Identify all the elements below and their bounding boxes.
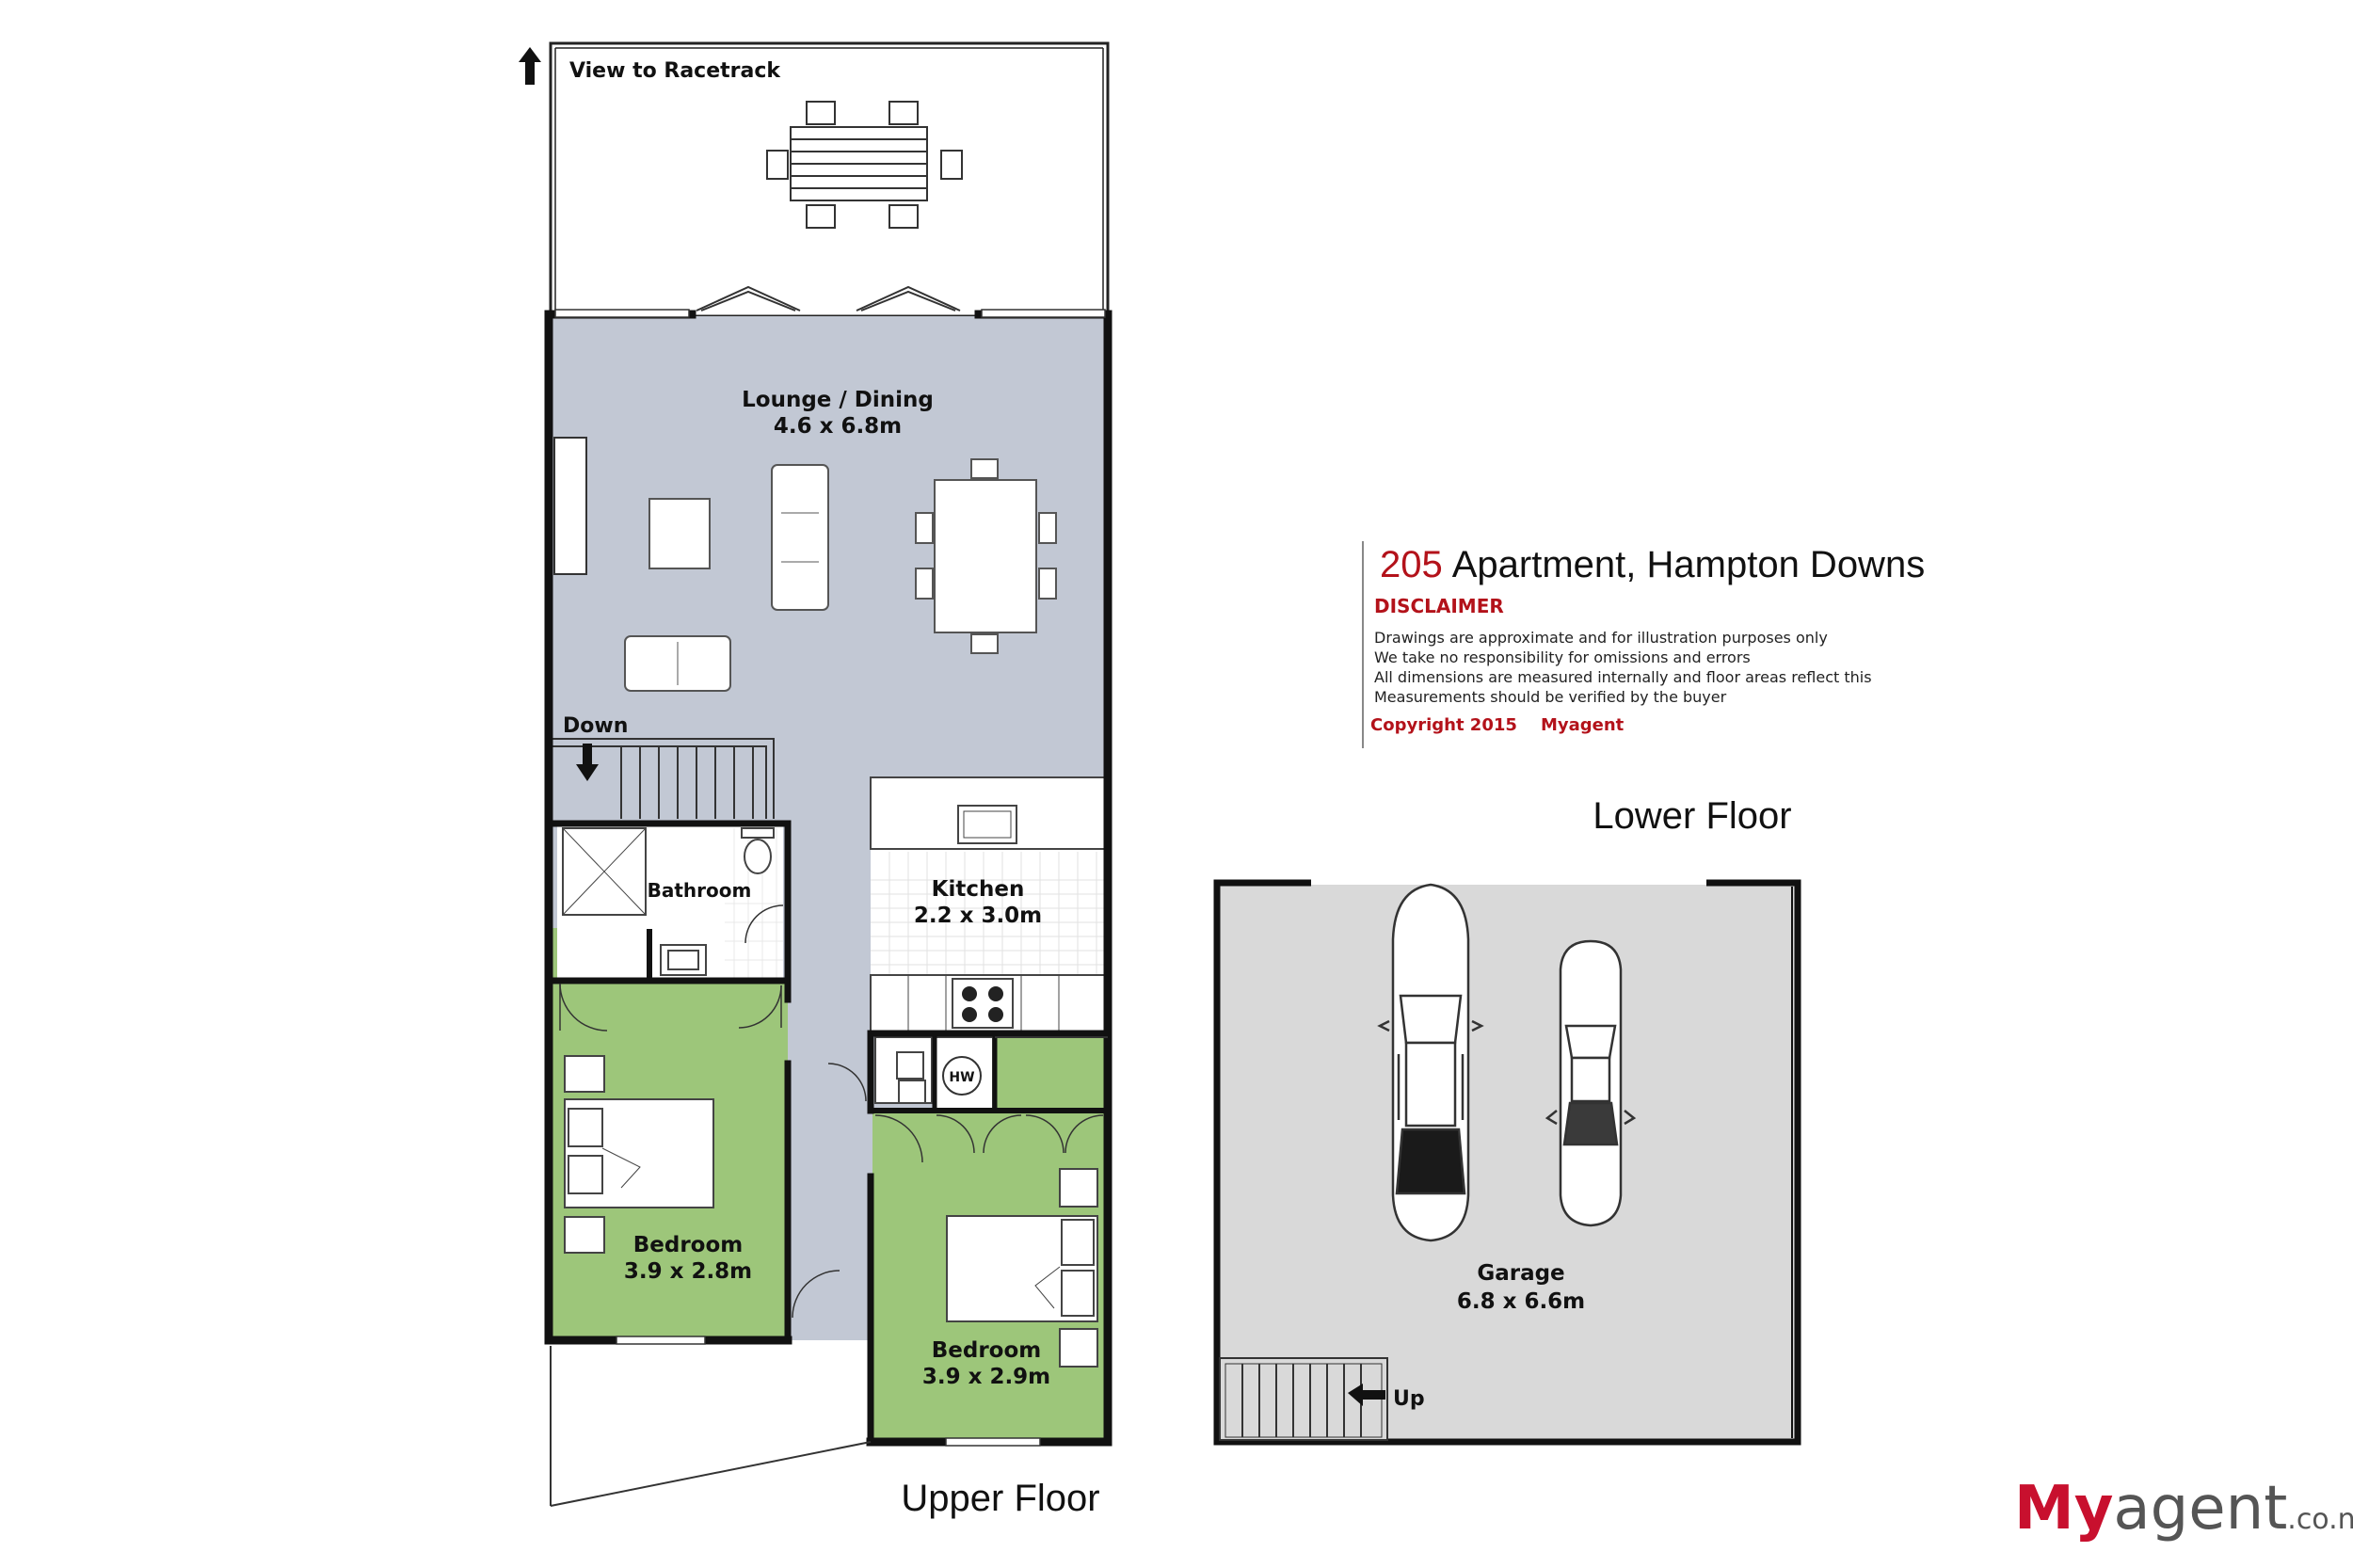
listing-number: 205 [1380,544,1443,585]
kitchen-dims: 2.2 x 3.0m [914,904,1042,928]
bedroom-2-name: Bedroom [932,1338,1042,1363]
down-label: Down [563,714,628,738]
lower-floor-title: Lower Floor [1593,795,1791,837]
bathroom-name: Bathroom [648,879,752,902]
disclaimer-line: Drawings are approximate and for illustr… [1374,629,1828,647]
view-arrow-icon [519,47,541,85]
bedside-table [564,1216,605,1254]
vanity [660,944,707,976]
lounge-name: Lounge / Dining [742,388,934,412]
copyright: Copyright 2015 Myagent [1370,715,1625,735]
upper-floor-title: Upper Floor [901,1478,1099,1519]
disclaimer-heading: DISCLAIMER [1374,595,1504,617]
up-label: Up [1393,1387,1425,1411]
listing-name: Apartment, Hampton Downs [1451,544,1926,585]
outdoor-dining-table [766,101,963,229]
myagent-logo[interactable]: Myagent.co.nz [2014,1474,2353,1544]
bedroom-2-dims: 3.9 x 2.9m [922,1365,1050,1389]
disclaimer-line: We take no responsibility for omissions … [1374,648,1751,666]
shower [562,827,647,916]
lounge-dims: 4.6 x 6.8m [774,414,902,439]
cooktop-burners-icon [962,986,1003,1022]
bedside-table [1059,1168,1098,1208]
garage-walls [1213,879,1801,1446]
kitchen-name: Kitchen [932,877,1025,902]
tv-unit [553,437,587,575]
garage-area [1219,885,1798,1440]
car-icon [1377,883,1484,1242]
sofa-3-seat [771,464,829,611]
cooktop [952,978,1014,1029]
sliding-doors [696,285,961,312]
kitchen-sink [957,805,1017,844]
disclaimer-line: Measurements should be verified by the b… [1374,688,1727,706]
stairs-down [552,738,775,819]
disclaimer-line: All dimensions are measured internally a… [1374,668,1872,686]
hw-label: HW [949,1070,974,1085]
car-icon [1545,939,1637,1227]
view-label: View to Racetrack [569,59,781,83]
up-arrow-icon [1348,1384,1385,1406]
ottoman [648,498,711,569]
bedside-table [564,1055,605,1093]
disclaimer-text: Drawings are approximate and for illustr… [1374,628,1872,707]
bedside-table [1059,1328,1098,1368]
bedroom-1-dims: 3.9 x 2.8m [624,1259,752,1284]
down-arrow-icon [576,744,599,781]
garage-dims: 6.8 x 6.6m [1457,1289,1585,1314]
garage-name: Garage [1477,1261,1564,1286]
toilet [741,827,775,874]
dining-table [934,479,1037,633]
bedroom-1-name: Bedroom [633,1233,744,1257]
